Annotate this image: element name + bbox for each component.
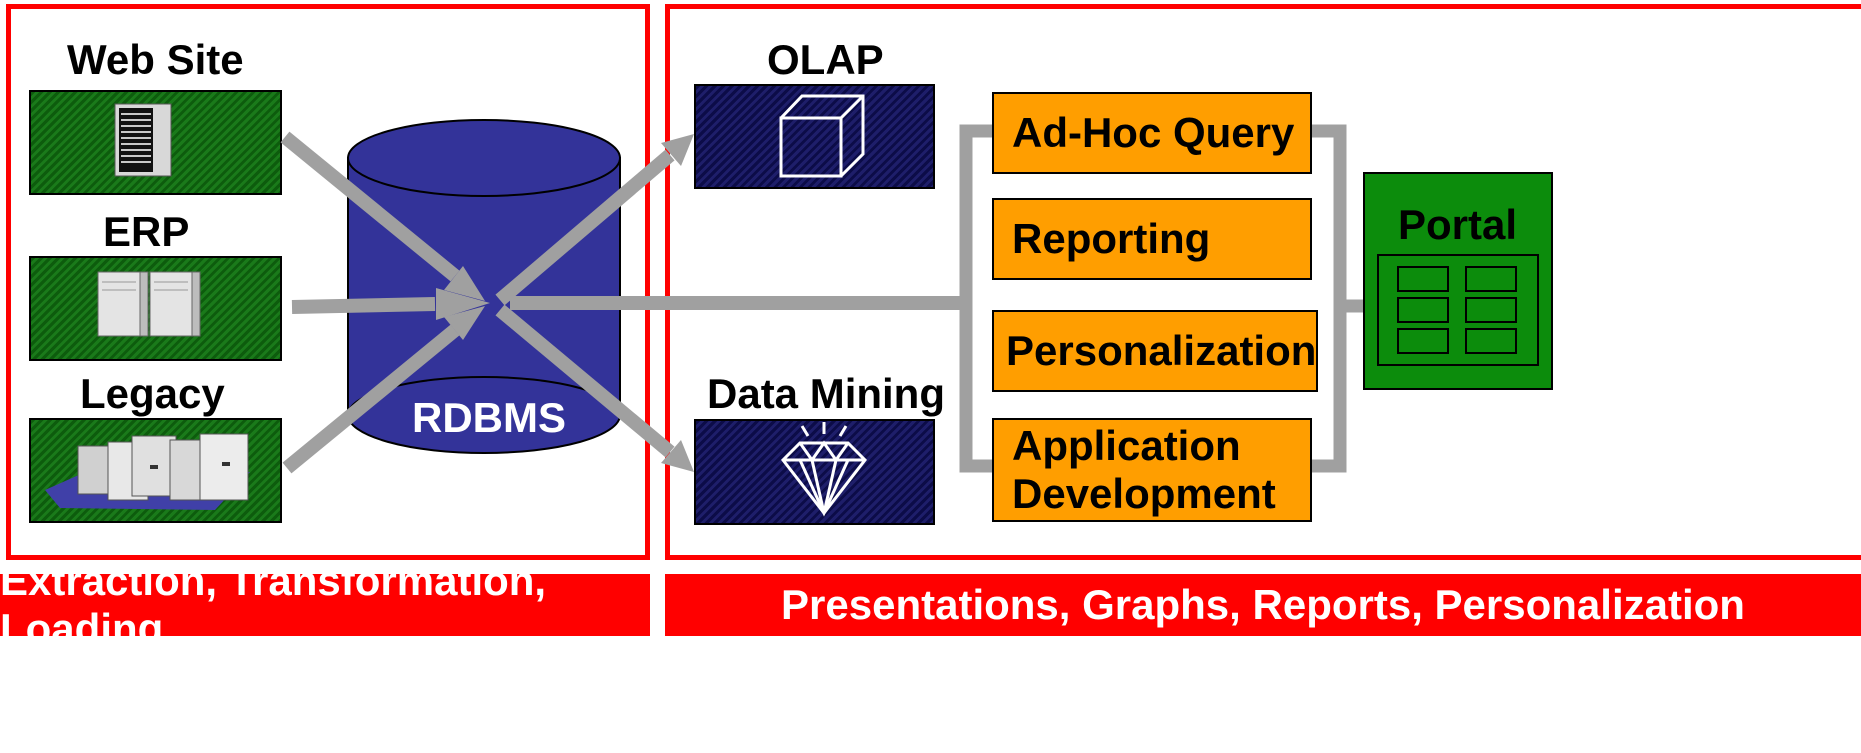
- personalization-label: Personalization: [1006, 327, 1317, 374]
- erp-label: ERP: [103, 208, 190, 255]
- reporting-label: Reporting: [1012, 215, 1211, 262]
- data-mining-label: Data Mining: [707, 370, 945, 417]
- ad-hoc-query-label: Ad-Hoc Query: [1012, 109, 1295, 156]
- application-development-box: Application Development: [992, 418, 1312, 522]
- portal-label: Portal: [1398, 201, 1518, 248]
- web-server-icon: [114, 103, 172, 177]
- presentation-banner: Presentations, Graphs, Reports, Personal…: [665, 574, 1861, 636]
- olap-cube-icon: [779, 94, 865, 178]
- tool-connectors: [959, 124, 1364, 473]
- etl-banner: Extraction, Transformation, Loading: [0, 557, 650, 652]
- olap-box: [694, 84, 935, 189]
- rdbms-label: RDBMS: [412, 394, 566, 441]
- legacy-label: Legacy: [80, 370, 225, 417]
- personalization-box: Personalization: [992, 310, 1318, 392]
- diamond-icon: [781, 422, 867, 517]
- presentation-frame: [665, 4, 1861, 560]
- ad-hoc-query-box: Ad-Hoc Query: [992, 92, 1312, 174]
- development-label: Development: [1012, 470, 1276, 517]
- olap-label: OLAP: [767, 36, 884, 83]
- etl-frame: [6, 4, 650, 560]
- reporting-box: Reporting: [992, 198, 1312, 280]
- web-site-label: Web Site: [67, 36, 244, 83]
- erp-servers-icon: [97, 271, 201, 337]
- flow-arrows: [280, 131, 970, 474]
- legacy-mainframe-icon: [45, 433, 250, 510]
- rdbms-cylinder: [347, 119, 621, 454]
- application-label: Application: [1012, 422, 1241, 469]
